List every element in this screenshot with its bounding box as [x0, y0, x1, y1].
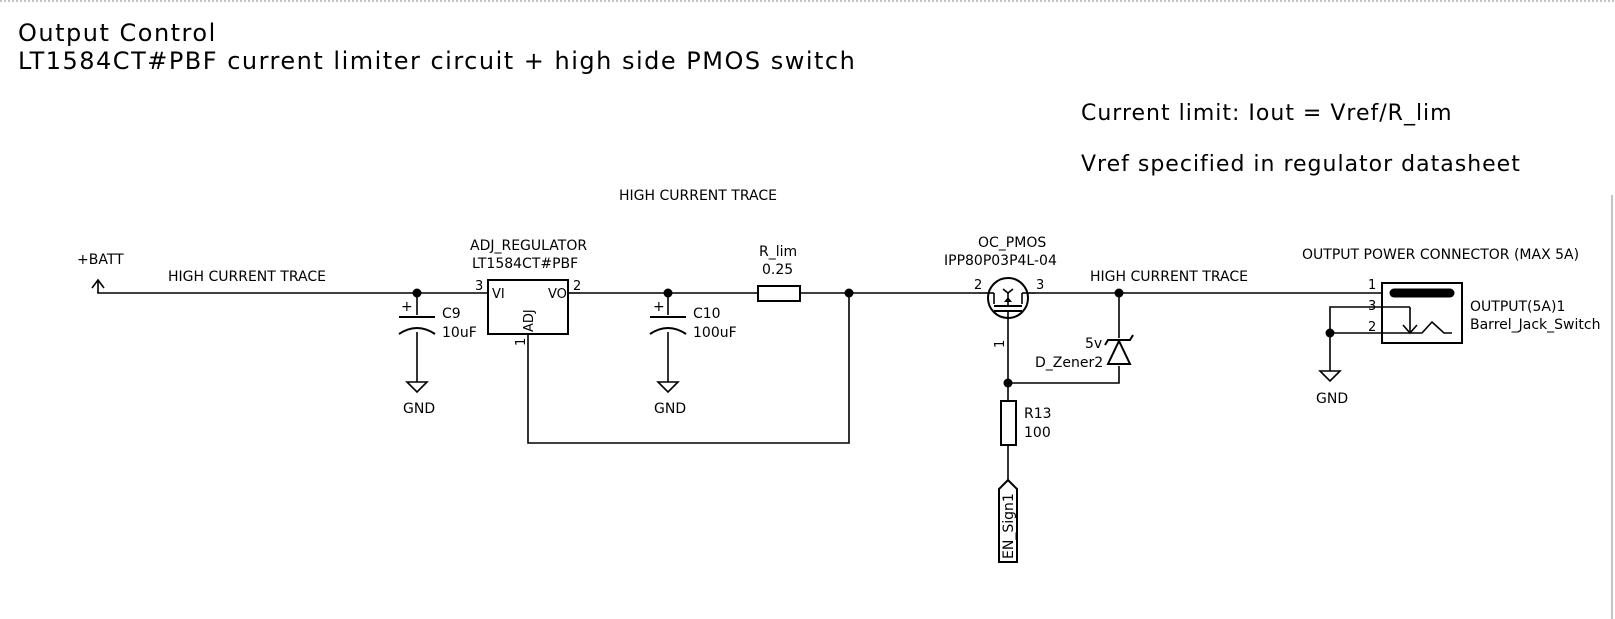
- sheet-subtitle: LT1584CT#PBF current limiter circuit + h…: [18, 47, 856, 75]
- zener-value: 5v: [1085, 336, 1102, 352]
- regulator-pin-adj-num: 1: [514, 338, 529, 346]
- pmos-name: OC_PMOS: [978, 235, 1046, 251]
- regulator-part: LT1584CT#PBF: [472, 256, 578, 272]
- gnd-label-c9: GND: [403, 401, 435, 417]
- gnd-symbol-c10: GND: [654, 381, 686, 417]
- c10-value: 100uF: [693, 325, 737, 341]
- pmos-pin-source: 2: [974, 278, 982, 293]
- gnd-symbol-c9: GND: [403, 381, 435, 417]
- sheet-title: Output Control: [18, 19, 217, 47]
- regulator-pin-vo-num: 2: [573, 279, 581, 294]
- regulator-pin-adj-name: ADJ: [522, 309, 537, 332]
- pmos-pin-drain: 3: [1036, 278, 1044, 293]
- c9-ref: C9: [442, 306, 461, 322]
- regulator-name: ADJ_REGULATOR: [470, 238, 587, 254]
- note-current-limit: Current limit: Iout = Vref/R_lim: [1081, 101, 1453, 126]
- connector-pin1: 1: [1368, 278, 1376, 293]
- regulator-pin-vi-name: VI: [492, 287, 505, 302]
- r13-value: 100: [1024, 425, 1051, 441]
- connector-title: OUTPUT POWER CONNECTOR (MAX 5A): [1302, 247, 1579, 263]
- resistor-r13: R13 100: [1000, 400, 1052, 446]
- c10-ref: C10: [693, 306, 721, 322]
- r13-ref: R13: [1024, 406, 1052, 422]
- svg-text:+: +: [401, 299, 413, 315]
- batt-power-symbol: +BATT: [77, 252, 124, 293]
- junctions: [412, 288, 1335, 388]
- connector-pin3: 3: [1368, 299, 1376, 314]
- barrel-jack-connector: OUTPUT POWER CONNECTOR (MAX 5A) OUTPUT(5…: [1302, 247, 1600, 344]
- capacitor-c9: + C9 10uF: [398, 299, 477, 341]
- regulator-pin-vo-name: VO: [548, 287, 567, 302]
- trace-label-left: HIGH CURRENT TRACE: [168, 269, 326, 285]
- note-vref: Vref specified in regulator datasheet: [1081, 152, 1521, 177]
- pmos-part: IPP80P03P4L-04: [944, 253, 1057, 269]
- trace-label-right: HIGH CURRENT TRACE: [1090, 269, 1248, 285]
- r-lim-value: 0.25: [762, 262, 793, 278]
- resistor-r-lim: R_lim 0.25: [757, 244, 801, 302]
- batt-label: +BATT: [77, 252, 124, 268]
- svg-text:+: +: [653, 299, 665, 315]
- regulator-pin-vi-num: 3: [475, 279, 483, 294]
- zener-ref: D_Zener2: [1035, 355, 1103, 371]
- gnd-label-c10: GND: [654, 401, 686, 417]
- capacitor-c10: + C10 100uF: [649, 299, 737, 341]
- r-lim-ref: R_lim: [759, 244, 797, 260]
- connector-ref: OUTPUT(5A)1: [1470, 299, 1565, 315]
- regulator-ic: ADJ_REGULATOR LT1584CT#PBF VI VO ADJ 3 2…: [470, 238, 587, 348]
- connector-pin2: 2: [1368, 320, 1376, 335]
- pmos-transistor: OC_PMOS IPP80P03P4L-04 2 3 1: [944, 235, 1057, 348]
- wires: [97, 292, 1382, 482]
- enable-signal-label: EN_Sign1: [998, 478, 1018, 563]
- gnd-symbol-connector: GND: [1316, 370, 1348, 407]
- enable-signal-text: EN_Sign1: [1001, 493, 1017, 559]
- pmos-pin-gate: 1: [993, 340, 1008, 348]
- zener-diode: 5v D_Zener2: [1035, 334, 1134, 371]
- gnd-label-connector: GND: [1316, 391, 1348, 407]
- trace-label-top: HIGH CURRENT TRACE: [619, 188, 777, 204]
- connector-part: Barrel_Jack_Switch: [1470, 317, 1600, 333]
- c9-value: 10uF: [442, 325, 477, 341]
